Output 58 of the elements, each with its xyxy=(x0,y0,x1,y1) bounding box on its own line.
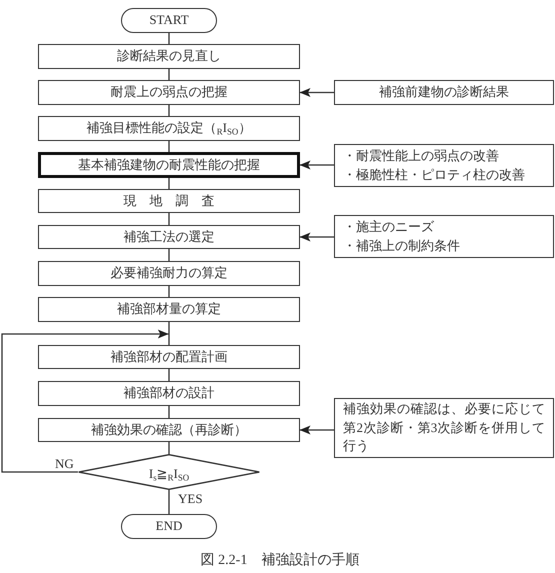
step-label: 耐震上の弱点の把握 xyxy=(110,84,228,101)
connector-line xyxy=(168,442,170,454)
bullet-item: ・極脆性柱・ピロティ柱の改善 xyxy=(343,166,525,184)
arrow xyxy=(300,160,334,170)
process-step xyxy=(38,44,300,69)
process-step xyxy=(38,381,300,406)
process-step xyxy=(38,345,300,369)
condition-label: I$_{s}$≧$_{R}$I$_{SO}$ xyxy=(148,466,190,482)
step-label: 現 地 調 査 xyxy=(124,192,214,210)
note-text: 補強前建物の診断結果 xyxy=(379,83,509,102)
note-text: 補強効果の確認は、必要に応じて第2次診断・第3次診断を併用して行う xyxy=(343,400,545,456)
step-label: 診断結果の見直し xyxy=(117,48,221,65)
step-label: 補強部材の設計 xyxy=(124,385,214,402)
bullet-item: ・耐震性能上の弱点の改善 xyxy=(343,146,499,165)
process-step xyxy=(38,225,300,249)
terminal-shape xyxy=(121,514,217,539)
connector-line xyxy=(168,249,170,261)
process-step xyxy=(38,418,300,442)
connector-line xyxy=(168,141,170,152)
bullet-item: ・施主のニーズ xyxy=(343,218,434,236)
step-label: 補強工法の選定 xyxy=(124,228,214,246)
edge-label: NG xyxy=(55,457,74,472)
note-panel xyxy=(334,144,554,187)
terminal-label: END xyxy=(156,518,182,535)
connector-line xyxy=(168,286,170,297)
connector-line xyxy=(168,490,170,514)
connector-line xyxy=(168,105,170,116)
step-label: 基本補強建物の耐震性能の把握 xyxy=(78,156,260,174)
note-panel xyxy=(334,215,554,258)
terminal-shape xyxy=(121,8,217,33)
arrow xyxy=(300,88,334,97)
process-step xyxy=(38,261,300,286)
arrow xyxy=(300,232,334,242)
step-label: 必要補強耐力の算定 xyxy=(110,265,228,282)
connector-line xyxy=(168,33,170,44)
process-step xyxy=(38,152,300,178)
connector-line xyxy=(168,369,170,381)
terminal-label: START xyxy=(149,12,189,29)
arrow xyxy=(1,330,169,473)
arrow xyxy=(300,426,334,434)
process-step xyxy=(38,80,300,105)
connector-line xyxy=(168,178,170,189)
connector-line xyxy=(168,322,170,345)
process-step xyxy=(38,189,300,213)
step-label: 補強部材の配置計画 xyxy=(110,348,228,366)
figure-caption: 図 2.2-1 補強設計の手順 xyxy=(200,553,360,570)
step-label: 補強目標性能の設定（$_{R}$I$_{SO}$） xyxy=(86,120,252,137)
process-step xyxy=(38,116,300,141)
step-label: 補強部材量の算定 xyxy=(117,301,221,318)
edge-label: YES xyxy=(178,492,203,506)
connector-line xyxy=(168,406,170,418)
note-panel xyxy=(334,80,554,105)
connector-line xyxy=(168,69,170,80)
bullet-item: ・補強上の制約条件 xyxy=(343,236,460,254)
decision-diamond xyxy=(78,454,260,490)
connector-line xyxy=(168,213,170,225)
process-step xyxy=(38,297,300,322)
step-label: 補強効果の確認（再診断） xyxy=(91,422,247,438)
